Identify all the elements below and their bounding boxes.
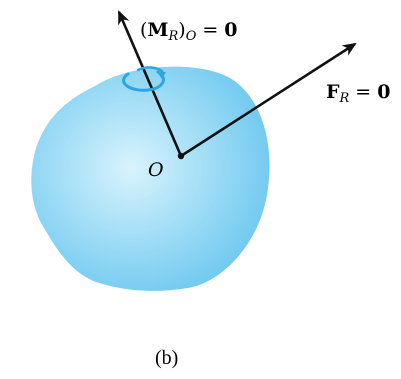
moment-subscript: R <box>167 29 178 44</box>
force-label: FR=0 <box>326 81 390 106</box>
moment-rotation-icon <box>122 66 167 92</box>
force-symbol: F <box>326 81 340 103</box>
origin-label: O <box>148 159 164 181</box>
force-subscript: R <box>339 91 350 106</box>
moment-value: 0 <box>224 19 237 41</box>
origin-point <box>177 152 185 160</box>
force-value: 0 <box>377 81 390 103</box>
moment-outer-subscript: O <box>186 29 197 44</box>
rigid-body-shape <box>31 66 270 291</box>
moment-symbol: M <box>147 19 168 41</box>
moment-vector-arrow <box>117 10 183 157</box>
force-vector-arrow <box>180 42 357 158</box>
figure-caption: (b) <box>155 347 178 369</box>
moment-label: (MR)O=0 <box>140 19 238 44</box>
